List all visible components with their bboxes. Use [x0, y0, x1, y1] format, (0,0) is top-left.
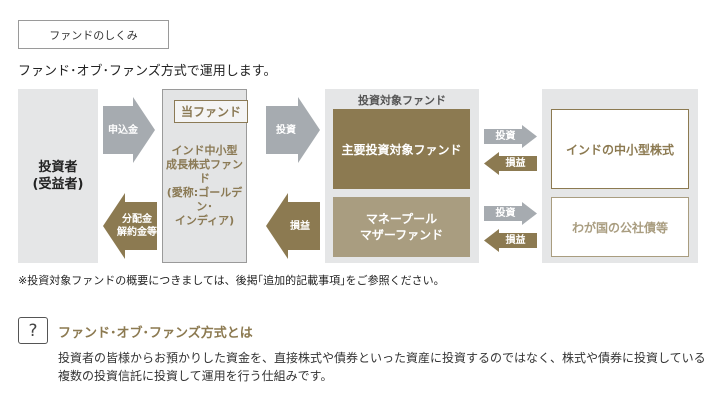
help-body: 投資者の皆様からお預かりした資金を、直接株式や債券といった資産に投資するのではな… — [58, 351, 706, 383]
asset-india-equity-label: インドの中小型株式 — [565, 142, 674, 157]
main-fund-box: 主要投資対象ファンド — [333, 109, 470, 189]
main-fund-label: 主要投資対象ファンド — [341, 142, 462, 157]
investment-arrow: 投資 — [266, 97, 320, 163]
profit-loss-label: 損益 — [290, 220, 310, 232]
mother-fund-box: マネープール マザーファンド — [333, 197, 470, 257]
investment-label: 投資 — [276, 124, 296, 136]
target-funds-label: 投資対象ファンド — [358, 94, 446, 107]
footnote: ※投資対象ファンドの概要につきましては、後掲｢追加的記載事項｣をご参照ください。 — [18, 274, 445, 287]
section-title-box: ファンドのしくみ — [18, 20, 169, 49]
pl-arrow-a: 損益 — [484, 152, 537, 175]
fund-line-2: 成長株式ファンド — [166, 158, 243, 185]
subscription-label: 申込金 — [108, 124, 138, 136]
fund-line-3: (愛称:ゴールデン･ — [166, 186, 243, 213]
pl-b-label: 損益 — [505, 235, 526, 246]
mother-fund-line-1: マネープール — [365, 212, 438, 226]
distribution-label-1: 分配金 — [122, 214, 152, 225]
asset-india-equity-box: インドの中小型株式 — [551, 109, 689, 189]
investor-line-2: (受益者) — [32, 177, 84, 192]
invest-arrow-a: 投資 — [484, 125, 537, 148]
investor-line-1: 投資者 — [38, 160, 78, 175]
profit-loss-arrow: 損益 — [266, 193, 320, 259]
question-glyph: ? — [28, 320, 38, 341]
investor-box: 投資者 (受益者) — [18, 89, 98, 263]
asset-domestic-bonds-label: わが国の公社債等 — [571, 220, 668, 235]
pl-arrow-b: 損益 — [484, 229, 537, 252]
distribution-arrow: 分配金 解約金等 — [103, 193, 157, 259]
pl-a-label: 損益 — [505, 158, 526, 169]
section-title: ファンドのしくみ — [49, 28, 138, 42]
lead-text: ファンド･オブ･ファンズ方式で運用します。 — [18, 64, 277, 79]
question-icon: ? — [18, 317, 48, 344]
subscription-arrow: 申込金 — [103, 97, 155, 163]
fund-line-4: インディア) — [174, 214, 235, 227]
mother-fund-line-2: マザーファンド — [359, 228, 444, 242]
invest-a-label: 投資 — [495, 131, 516, 142]
fund-line-1: インド中小型 — [171, 144, 238, 157]
this-fund-tag: 当ファンド — [174, 100, 248, 123]
invest-b-label: 投資 — [495, 208, 516, 219]
help-title: ファンド･オブ･ファンズ方式とは — [58, 326, 253, 341]
distribution-label-2: 解約金等 — [117, 227, 157, 238]
asset-domestic-bonds-box: わが国の公社債等 — [551, 197, 689, 257]
invest-arrow-b: 投資 — [484, 202, 537, 225]
this-fund-name: インド中小型 成長株式ファンド (愛称:ゴールデン･ インディア) — [162, 144, 247, 228]
